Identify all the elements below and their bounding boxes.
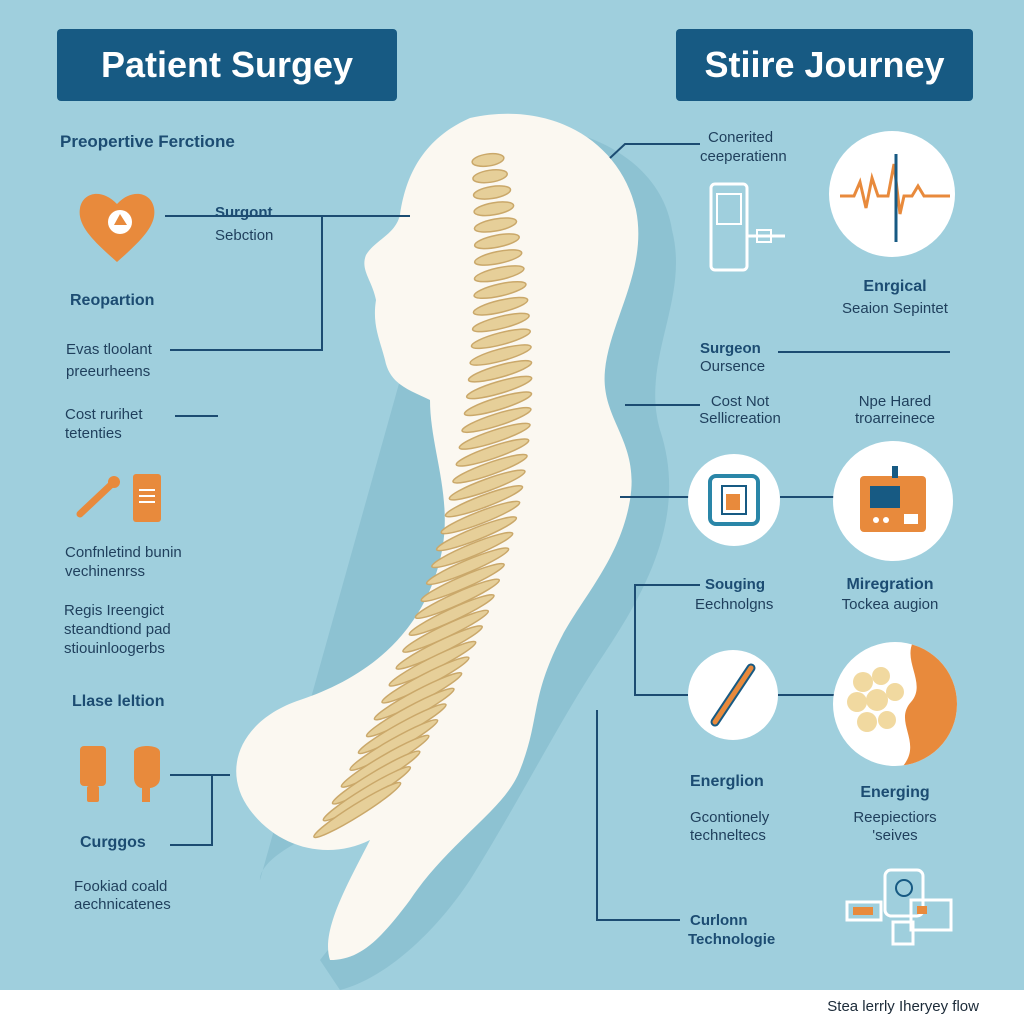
- vertebra: [471, 152, 505, 168]
- costnot-line-2: Sellicreation: [699, 410, 781, 427]
- regis-line-1: Regis Ireengict: [64, 602, 165, 619]
- bone-cells-icon: [847, 642, 957, 766]
- cost-line-1: Cost rurihet: [65, 406, 143, 423]
- confnied-line-1: Confnletind bunin: [65, 544, 182, 561]
- tablet-device-icon: [708, 474, 760, 526]
- conerited-line-1: Conerited: [708, 129, 774, 146]
- vertebra: [444, 484, 524, 518]
- implant-icon: [80, 746, 160, 802]
- preparation-heading: Reopartion: [70, 292, 155, 309]
- surgeon-label-1: Surgont: [215, 204, 273, 221]
- medical-device-icon: [709, 182, 785, 272]
- vertebra: [472, 296, 529, 316]
- silhouette-body: [236, 113, 639, 961]
- lab-equipment-icon: [845, 868, 953, 946]
- vertebra: [455, 438, 530, 467]
- curlonn-heading: Curlonn: [690, 912, 748, 929]
- vertebra: [473, 280, 527, 300]
- vertebra: [471, 312, 530, 333]
- miregration-heading: Miregration: [846, 576, 934, 593]
- vertebra: [448, 469, 526, 501]
- wrench-icon: [76, 476, 120, 518]
- machine-icon: [860, 466, 926, 532]
- clipboard-icon: [133, 474, 161, 522]
- footer-caption: Stea lerrly Iheryey flow: [827, 998, 979, 1015]
- curlonn-sub: Technologie: [688, 931, 776, 948]
- footer-bar: [0, 990, 1024, 1024]
- fookiad-line-1: Fookiad coald: [74, 878, 168, 895]
- surgeon-label-2: Sebction: [215, 227, 274, 244]
- energing-line-2: Reepiectiors: [853, 809, 937, 826]
- heart-icon: [79, 193, 155, 262]
- npe-line-2: troarreinece: [854, 410, 936, 427]
- title-right-text: Stiire Journey: [704, 44, 945, 85]
- vertebra: [470, 328, 531, 350]
- energing-line-3: 'seives: [872, 827, 918, 844]
- souging-sub: Eechnolgns: [695, 596, 774, 613]
- scalpel-circle: [688, 650, 778, 740]
- vertebra: [473, 217, 518, 233]
- confnied-line-2: vechinenrss: [65, 563, 146, 580]
- vertebra: [425, 547, 510, 586]
- vertebra: [461, 406, 532, 434]
- vertebra: [452, 453, 528, 484]
- vertebra: [473, 201, 515, 217]
- regis-line-2: steandtiond pad: [64, 621, 171, 638]
- npe-line-1: Npe Hared: [858, 393, 932, 410]
- cost-line-2: tetenties: [65, 425, 122, 442]
- energlion-heading: Energlion: [690, 773, 764, 790]
- title-left-text: Patient Surgey: [100, 44, 354, 85]
- vertebra: [473, 233, 520, 250]
- vertebra: [313, 781, 402, 839]
- surgeon-sub: Oursence: [700, 358, 766, 375]
- vertebra: [440, 500, 521, 535]
- curr-heading: Curggos: [80, 834, 146, 851]
- gcontionely-line-2: techneltecs: [690, 827, 766, 844]
- title-right: Stiire Journey: [676, 29, 973, 101]
- machine-circle: [833, 441, 953, 561]
- evas-line-1: Evas tloolant: [66, 341, 152, 358]
- engrical-heading: Enrgical: [863, 278, 927, 295]
- souging-heading: Souging: [705, 576, 765, 593]
- vertebra: [463, 391, 533, 417]
- regis-line-3: stiouinloogerbs: [64, 640, 165, 657]
- title-left: Patient Surgey: [57, 29, 397, 101]
- conerited-line-2: ceeperatienn: [700, 148, 787, 165]
- vertebra: [472, 185, 512, 200]
- tablet-circle: [688, 454, 780, 546]
- costnot-line-1: Cost Not: [710, 393, 770, 410]
- vertebra: [431, 531, 514, 569]
- vertebra: [472, 169, 508, 184]
- scalpel-icon: [710, 663, 756, 727]
- evas-line-2: preeurheens: [66, 363, 151, 380]
- vertebra: [458, 422, 531, 450]
- ecg-circle: [829, 131, 955, 257]
- vertebra: [473, 265, 525, 283]
- vertebra: [473, 249, 523, 266]
- vertebra: [420, 562, 505, 603]
- gcontionely-line-1: Gcontionely: [690, 809, 770, 826]
- vertebra: [467, 359, 533, 383]
- ecg-monitor-icon: [840, 154, 950, 242]
- surgeon-heading: Surgeon: [700, 340, 761, 357]
- engrical-sub: Seaion Sepintet: [842, 300, 948, 317]
- bone-cells-circle: [833, 642, 957, 766]
- spine: [313, 152, 533, 839]
- vertebra: [465, 375, 533, 400]
- fookiad-line-2: aechnicatenes: [74, 896, 171, 913]
- vertebra: [435, 516, 518, 552]
- miregration-sub: Tockea augion: [841, 596, 939, 613]
- llase-heading: Llase leltion: [72, 693, 165, 710]
- connector-lines: [165, 143, 950, 921]
- vertebra: [469, 344, 532, 366]
- preop-heading: Preopertive Ferctione: [60, 132, 235, 151]
- energing-heading: Energing: [860, 784, 930, 801]
